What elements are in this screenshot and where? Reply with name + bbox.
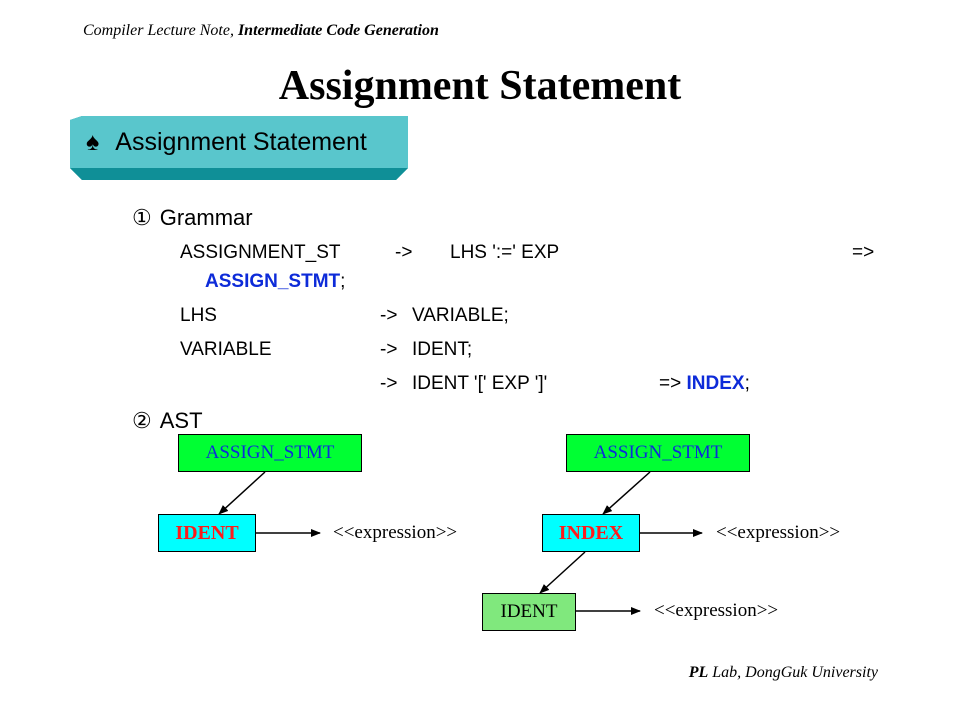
spade-icon: ♠ <box>86 128 100 156</box>
edge-assign2-index <box>602 471 651 515</box>
edge-index-ident <box>539 551 586 594</box>
rule4-action: => INDEX; <box>659 373 750 395</box>
tree2-expression: <<expression>> <box>716 522 841 543</box>
circled-one-icon: ① <box>132 205 152 230</box>
rule1-arrow: -> <box>395 242 413 263</box>
tree2-ident-node: IDENT <box>482 593 576 631</box>
banner-text: Assignment Statement <box>115 128 367 156</box>
ast-heading-text: AST <box>159 408 203 433</box>
edge-assign1-ident <box>218 471 266 515</box>
topic-name: Intermediate Code Generation <box>237 22 439 39</box>
circled-two-icon: ② <box>132 408 152 433</box>
tree1-ident-node: IDENT <box>158 514 256 552</box>
rule1-lhs: ASSIGNMENT_ST <box>180 242 341 263</box>
footer-rest: Lab, DongGuk University <box>708 664 878 681</box>
rule4-semicolon: ; <box>744 373 750 394</box>
tree1-expression: <<expression>> <box>333 522 458 543</box>
rule3-arrow: -> <box>380 339 398 360</box>
grammar-heading: ① Grammar <box>132 205 253 231</box>
rule4-node: INDEX <box>686 373 745 394</box>
ast-heading: ② AST <box>132 408 203 434</box>
section-banner: ♠ Assignment Statement <box>70 116 410 182</box>
rule4-arrow: -> <box>380 373 398 394</box>
footer: PL Lab, DongGuk University <box>689 664 878 682</box>
rule1-node: ASSIGN_STMT <box>205 271 341 292</box>
rule4-action-arrow: => <box>659 373 682 394</box>
lecture-header: Compiler Lecture Note, Intermediate Code… <box>83 22 439 40</box>
rule1-action-arrow: => <box>852 242 875 263</box>
slide-title: Assignment Statement <box>278 63 682 109</box>
rule2-arrow: -> <box>380 305 398 326</box>
rule3-rhs: IDENT; <box>412 339 473 360</box>
banner-shape <box>70 116 408 180</box>
rule1-semicolon: ; <box>340 271 346 292</box>
lab-name: PL <box>688 664 709 681</box>
rule2-lhs: LHS <box>180 305 217 326</box>
tree2-ident-expression: <<expression>> <box>654 600 779 621</box>
tree2-root-node: ASSIGN_STMT <box>566 434 750 472</box>
rule1-rhs: LHS ':=' EXP <box>450 242 560 263</box>
rule1-action: ASSIGN_STMT; <box>205 271 345 293</box>
rule3-lhs: VARIABLE <box>180 339 272 360</box>
grammar-heading-text: Grammar <box>159 205 253 230</box>
banner-label: ♠ Assignment Statement <box>86 128 367 157</box>
tree2-index-node: INDEX <box>542 514 640 552</box>
rule2-rhs: VARIABLE; <box>412 305 509 326</box>
course-name: Compiler Lecture Note, <box>83 22 238 39</box>
rule4-rhs: IDENT '[' EXP ']' <box>412 373 548 394</box>
tree1-root-node: ASSIGN_STMT <box>178 434 362 472</box>
